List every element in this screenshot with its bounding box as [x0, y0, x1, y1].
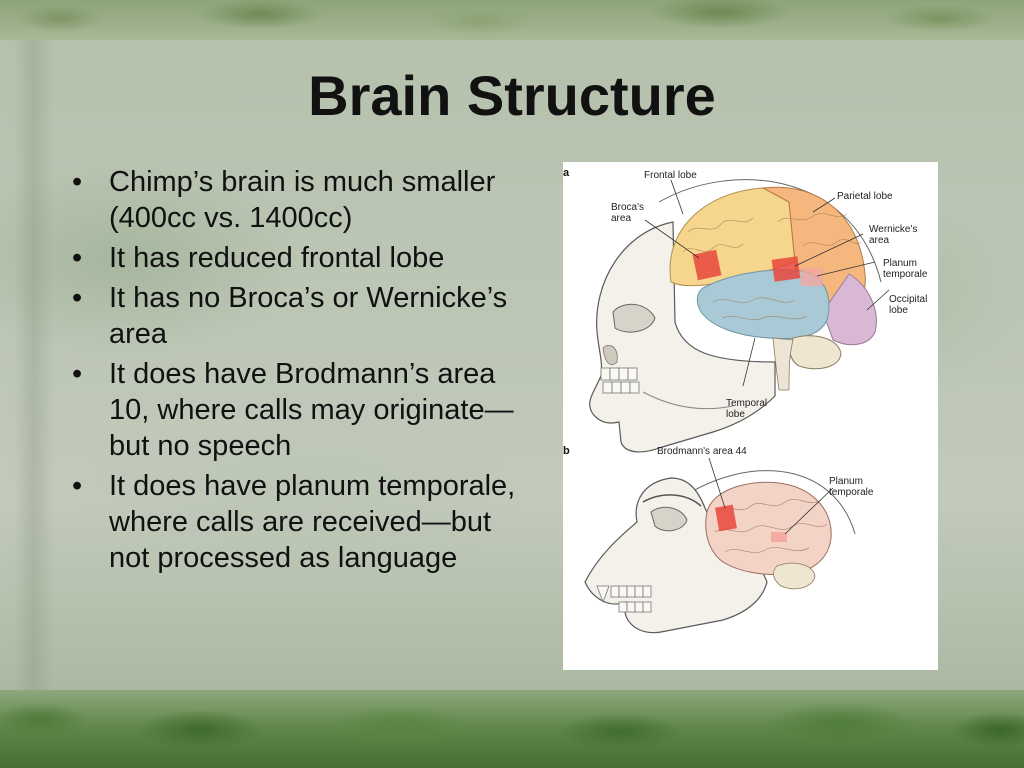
- brain-comparison-figure: a: [563, 162, 938, 670]
- wernickes-area-marker: [771, 256, 801, 282]
- chimp-cerebellum: [773, 562, 816, 590]
- bullet-item: • Chimp’s brain is much smaller (400cc v…: [72, 164, 522, 236]
- bullet-item: • It does have planum temporale, where c…: [72, 468, 522, 576]
- brainstem: [772, 337, 794, 391]
- occipital-lobe-region: [822, 273, 877, 346]
- label-wernickes-area-line2: area: [869, 235, 889, 246]
- bullet-item: • It has reduced frontal lobe: [72, 240, 522, 276]
- human-teeth: [600, 367, 640, 394]
- human-skull-arc: [658, 179, 882, 283]
- chimp-planum-temporale-marker: [771, 532, 787, 542]
- foliage-top-band: [0, 0, 1024, 40]
- label-temporal-lobe-line1: Temporal: [726, 398, 767, 409]
- human-brain-panel: a: [563, 167, 928, 453]
- chimp-teeth: [596, 585, 652, 613]
- bullet-list: • Chimp’s brain is much smaller (400cc v…: [72, 164, 522, 580]
- bullet-text: Chimp’s brain is much smaller (400cc vs.…: [109, 166, 496, 234]
- label-brocas-area-line1: Broca's: [611, 202, 644, 213]
- panel-b-leader-lines: [708, 457, 834, 535]
- human-eye-socket: [612, 303, 656, 333]
- bullet-glyph: •: [72, 242, 83, 274]
- chimp-gyri-texture: [714, 499, 828, 553]
- label-planum-temporale-line2: temporale: [883, 269, 928, 280]
- chimp-brain-outline: [705, 481, 832, 575]
- tree-trunk-shadow: [14, 40, 54, 690]
- label-occipital-lobe-line1: Occipital: [889, 294, 927, 305]
- bullet-glyph: •: [72, 470, 83, 502]
- chimp-brain-panel: b: [563, 445, 874, 634]
- bullet-item: • It has no Broca’s or Wernicke’s area: [72, 280, 522, 352]
- panel-a-letter: a: [563, 167, 570, 179]
- brocas-area-marker: [692, 249, 722, 281]
- panel-b-letter: b: [563, 445, 570, 457]
- chimp-brow-ridge: [642, 494, 702, 507]
- human-jaw-line: [642, 391, 734, 410]
- bullet-text: It has reduced frontal lobe: [109, 242, 445, 274]
- foliage-bottom-band: [0, 690, 1024, 768]
- label-chimp-planum-temporale-line2: temporale: [829, 487, 874, 498]
- label-occipital-lobe-line2: lobe: [889, 305, 908, 316]
- human-nasal-cavity: [602, 345, 618, 365]
- label-wernickes-area-line1: Wernicke's: [869, 224, 917, 235]
- label-planum-temporale-line1: Planum: [883, 258, 917, 269]
- bullet-text: It has no Broca’s or Wernicke’s area: [109, 282, 508, 350]
- human-skull-outline: [589, 221, 776, 453]
- label-temporal-lobe-line2: lobe: [726, 409, 745, 420]
- chimp-skull-arc: [680, 470, 856, 535]
- bullet-glyph: •: [72, 358, 83, 390]
- label-brodmanns-area-44: Brodmann's area 44: [657, 446, 747, 457]
- bullet-text: It does have planum temporale, where cal…: [109, 470, 516, 574]
- chimp-eye-socket: [650, 506, 688, 532]
- bullet-glyph: •: [72, 166, 83, 198]
- planum-temporale-marker: [801, 268, 823, 286]
- label-frontal-lobe: Frontal lobe: [644, 170, 697, 181]
- label-parietal-lobe: Parietal lobe: [837, 191, 893, 202]
- bullet-text: It does have Brodmann’s area 10, where c…: [109, 358, 514, 462]
- bullet-glyph: •: [72, 282, 83, 314]
- panel-a-leader-lines: [644, 179, 890, 387]
- slide-title: Brain Structure: [308, 64, 716, 127]
- brodmann-area-44-marker: [715, 504, 737, 532]
- label-brocas-area-line2: area: [611, 213, 631, 224]
- brain-diagram-svg: a: [563, 167, 928, 634]
- label-chimp-planum-temporale-line1: Planum: [829, 476, 863, 487]
- brain-gyri-texture: [682, 213, 862, 321]
- bullet-item: • It does have Brodmann’s area 10, where…: [72, 356, 522, 464]
